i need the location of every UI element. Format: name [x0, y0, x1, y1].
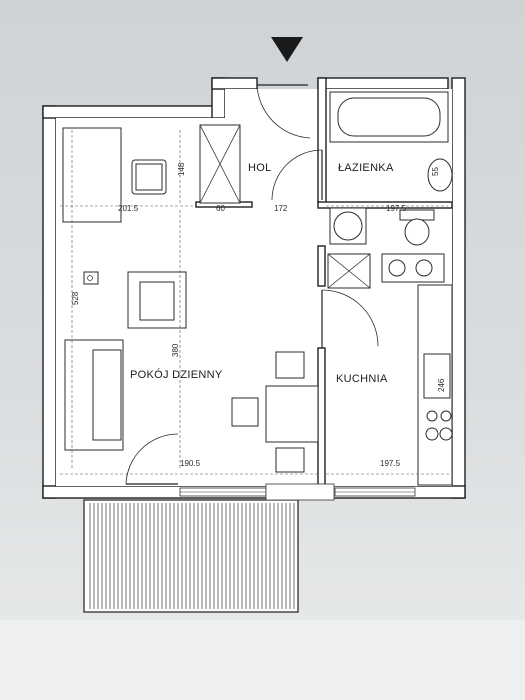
vent-shaft	[327, 253, 371, 289]
dim-528: 528	[71, 291, 80, 305]
dim-148: 148	[177, 162, 186, 176]
desk-chair	[131, 159, 167, 195]
entry-door	[256, 84, 311, 139]
dim-190-5: 190.5	[180, 459, 201, 468]
desk	[62, 127, 122, 223]
room-label-bathroom: ŁAZIENKA	[338, 162, 394, 174]
room-label-hall: HOL	[248, 162, 272, 174]
dim-197-5-bottom: 197.5	[380, 459, 401, 468]
dim-246: 246	[437, 378, 446, 392]
dim-55: 55	[431, 167, 440, 176]
room-label-living: POKÓJ DZIENNY	[130, 368, 223, 381]
dim-380: 380	[171, 343, 180, 357]
balcony-door	[125, 433, 179, 485]
dim-197-5-top: 197.5	[386, 204, 407, 213]
dimension-lines	[60, 130, 450, 475]
kitchen-counter	[381, 253, 453, 486]
dim-60: 60	[216, 204, 225, 213]
armchair	[127, 271, 187, 329]
bathroom-door	[271, 149, 323, 201]
dining-table	[265, 385, 319, 443]
windows	[179, 483, 416, 501]
balcony	[83, 499, 299, 613]
dining-chairs	[231, 351, 305, 473]
washing-machine	[329, 207, 367, 245]
sofa	[64, 339, 124, 451]
room-label-kitchen: KUCHNIA	[336, 373, 388, 385]
entrance-arrow-icon	[271, 37, 303, 62]
toilet	[399, 209, 435, 246]
kitchen-door	[321, 289, 379, 348]
bathroom-sink	[427, 158, 453, 192]
dim-172: 172	[274, 204, 288, 213]
wardrobe	[199, 124, 241, 204]
paper-bottom-margin	[0, 620, 525, 700]
tv-cabinet	[83, 271, 99, 285]
bathtub	[329, 91, 449, 143]
dim-201-5: 201.5	[118, 204, 139, 213]
